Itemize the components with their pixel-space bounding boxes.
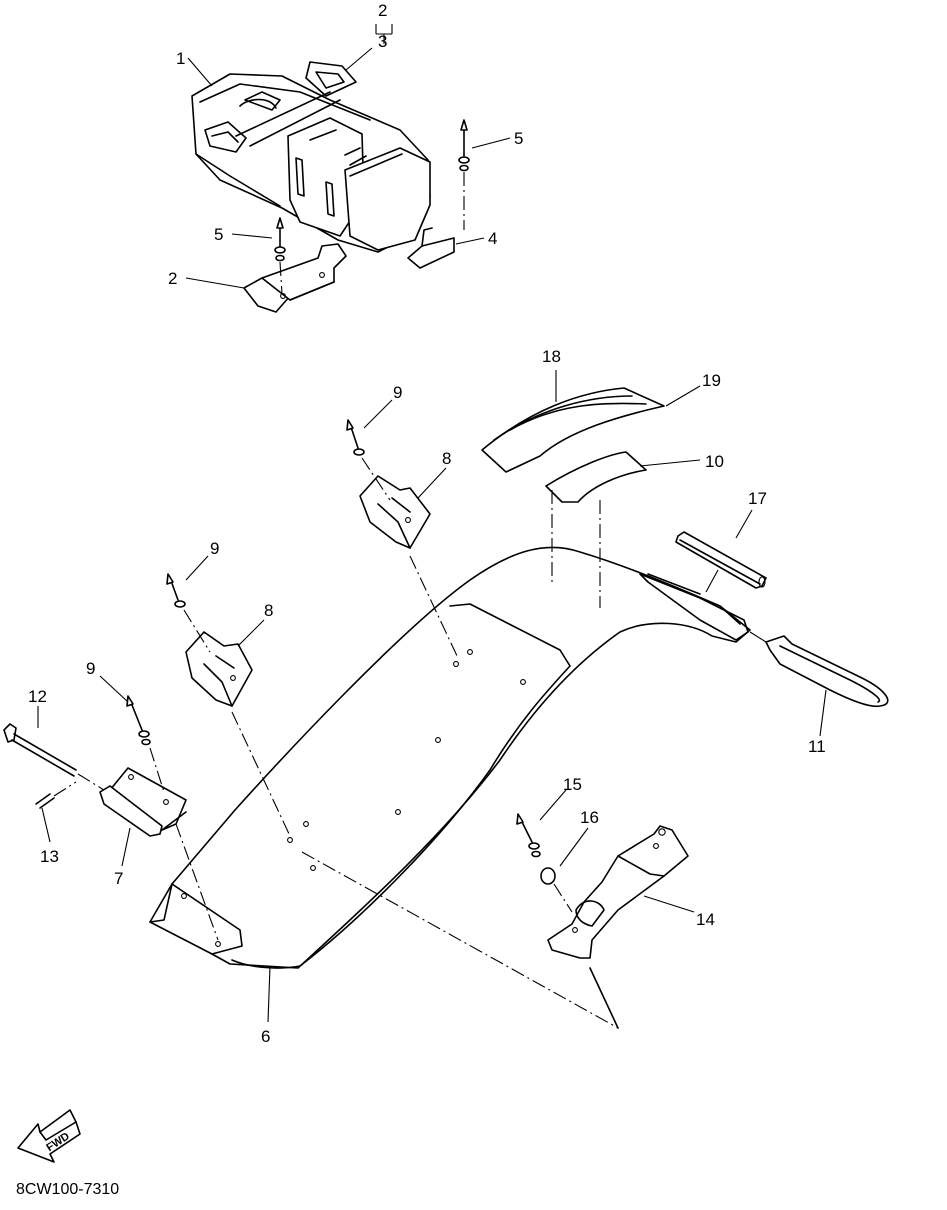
callout-8-lower: 8 xyxy=(264,601,273,620)
callout-19: 19 xyxy=(702,371,721,390)
callout-8-upper: 8 xyxy=(442,449,451,468)
part-8-bracket-upper xyxy=(359,475,431,549)
part-1-seat-assembly xyxy=(191,61,431,253)
callout-3: 3 xyxy=(378,32,387,51)
callout-2-top: 2 xyxy=(378,1,387,20)
callout-9-middle: 9 xyxy=(210,539,219,558)
part-9-screw-lower xyxy=(126,695,165,793)
part-4-clip xyxy=(407,227,455,269)
part-15-screw xyxy=(516,813,541,858)
callout-1: 1 xyxy=(176,49,185,68)
part-5-bolt-right xyxy=(458,119,470,230)
fwd-arrow-icon: FWD xyxy=(17,1109,81,1163)
callout-5-left: 5 xyxy=(214,225,223,244)
part-16-nut xyxy=(540,867,573,913)
part-13-cotter-pin xyxy=(35,781,77,809)
part-8-bracket-lower xyxy=(185,631,253,707)
callout-12: 12 xyxy=(28,687,47,706)
part-7-hinge xyxy=(99,767,187,837)
decal-guide-lines xyxy=(551,490,601,608)
part-9-screw-middle xyxy=(166,573,211,653)
callout-labels: 1 2 3 5 5 2 4 18 19 9 8 10 17 9 8 9 12 1… xyxy=(28,1,826,1046)
callout-7: 7 xyxy=(114,869,123,888)
callout-9-upper: 9 xyxy=(393,383,402,402)
callout-6: 6 xyxy=(261,1027,270,1046)
part-5-bolt-left xyxy=(274,217,286,295)
callout-15: 15 xyxy=(563,775,582,794)
callout-2-bottom: 2 xyxy=(168,269,177,288)
callout-18: 18 xyxy=(542,347,561,366)
callout-11: 11 xyxy=(808,737,826,756)
callout-10: 10 xyxy=(705,452,724,471)
part-9-screw-upper xyxy=(346,419,391,501)
part-12-long-bolt xyxy=(3,723,105,791)
callout-13: 13 xyxy=(40,847,59,866)
part-2-bracket xyxy=(243,243,347,313)
callout-17: 17 xyxy=(748,489,767,508)
callout-14: 14 xyxy=(696,910,715,929)
part-17-strip xyxy=(675,531,767,589)
callout-4: 4 xyxy=(488,229,497,248)
callout-16: 16 xyxy=(580,808,599,827)
callout-5-right: 5 xyxy=(514,129,523,148)
part-6-fender-panel xyxy=(149,546,751,969)
callout-9-lower: 9 xyxy=(86,659,95,678)
part-10-decal xyxy=(545,451,647,503)
assembly-guide-lines xyxy=(175,555,619,1029)
part-11-grab-handle xyxy=(749,631,889,708)
part-18-19-decal xyxy=(481,387,665,473)
part-14-rear-bracket xyxy=(547,825,689,959)
leader-lines xyxy=(37,24,827,1023)
diagram-code: 8CW100-7310 xyxy=(16,1181,119,1198)
